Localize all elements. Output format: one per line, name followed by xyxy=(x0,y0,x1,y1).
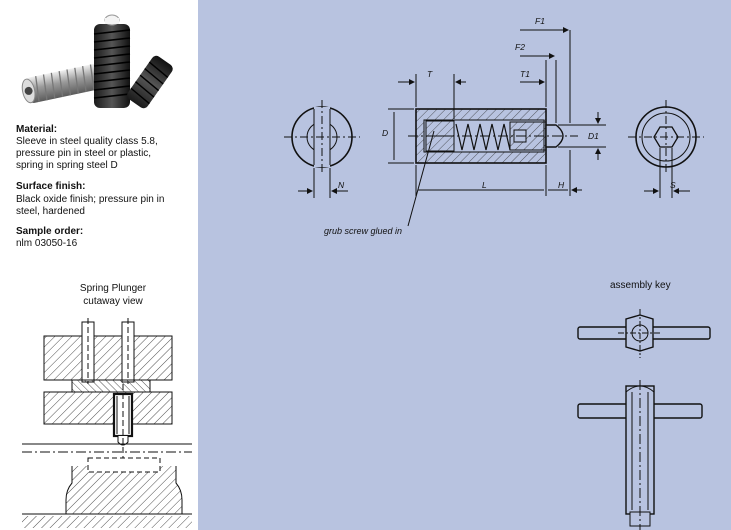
assembly-key-top-view xyxy=(577,309,711,358)
product-photo xyxy=(21,14,173,109)
sample-value: nlm 03050-16 xyxy=(16,238,78,249)
label-l: L xyxy=(482,180,487,190)
material-line-3: spring in spring steel D xyxy=(16,160,118,171)
material-line-1: Sleeve in steel quality class 5.8, xyxy=(16,136,158,147)
surface-line-2: steel, hardened xyxy=(16,206,85,217)
label-d: D xyxy=(382,128,389,138)
material-line-2: pressure pin in steel or plastic, xyxy=(16,148,152,159)
cutaway-diagram xyxy=(22,318,192,528)
sample-heading: Sample order: xyxy=(16,226,84,237)
label-t1: T1 xyxy=(520,69,530,79)
technical-drawing xyxy=(284,27,711,530)
label-d1: D1 xyxy=(588,131,599,141)
grub-screw-callout: grub screw glued in xyxy=(324,226,403,236)
label-t: T xyxy=(427,69,433,79)
surface-heading: Surface finish: xyxy=(16,181,86,192)
material-heading: Material: xyxy=(16,124,58,135)
drawing-panel: F1 F2 T T1 D D1 N L H S grub screw glued… xyxy=(198,0,731,530)
assembly-key-side-view xyxy=(577,380,703,530)
cutaway-title-1: Spring Plunger xyxy=(79,283,147,294)
label-s: S xyxy=(670,180,676,190)
label-f1: F1 xyxy=(535,16,545,26)
label-n: N xyxy=(338,180,345,190)
left-panel: Material: Sleeve in steel quality class … xyxy=(0,0,196,530)
cutaway-title-2: cutaway view xyxy=(83,296,143,307)
label-f2: F2 xyxy=(515,42,525,52)
surface-line-1: Black oxide finish; pressure pin in xyxy=(16,194,165,205)
label-h: H xyxy=(558,180,565,190)
assembly-key-title: assembly key xyxy=(610,280,671,291)
